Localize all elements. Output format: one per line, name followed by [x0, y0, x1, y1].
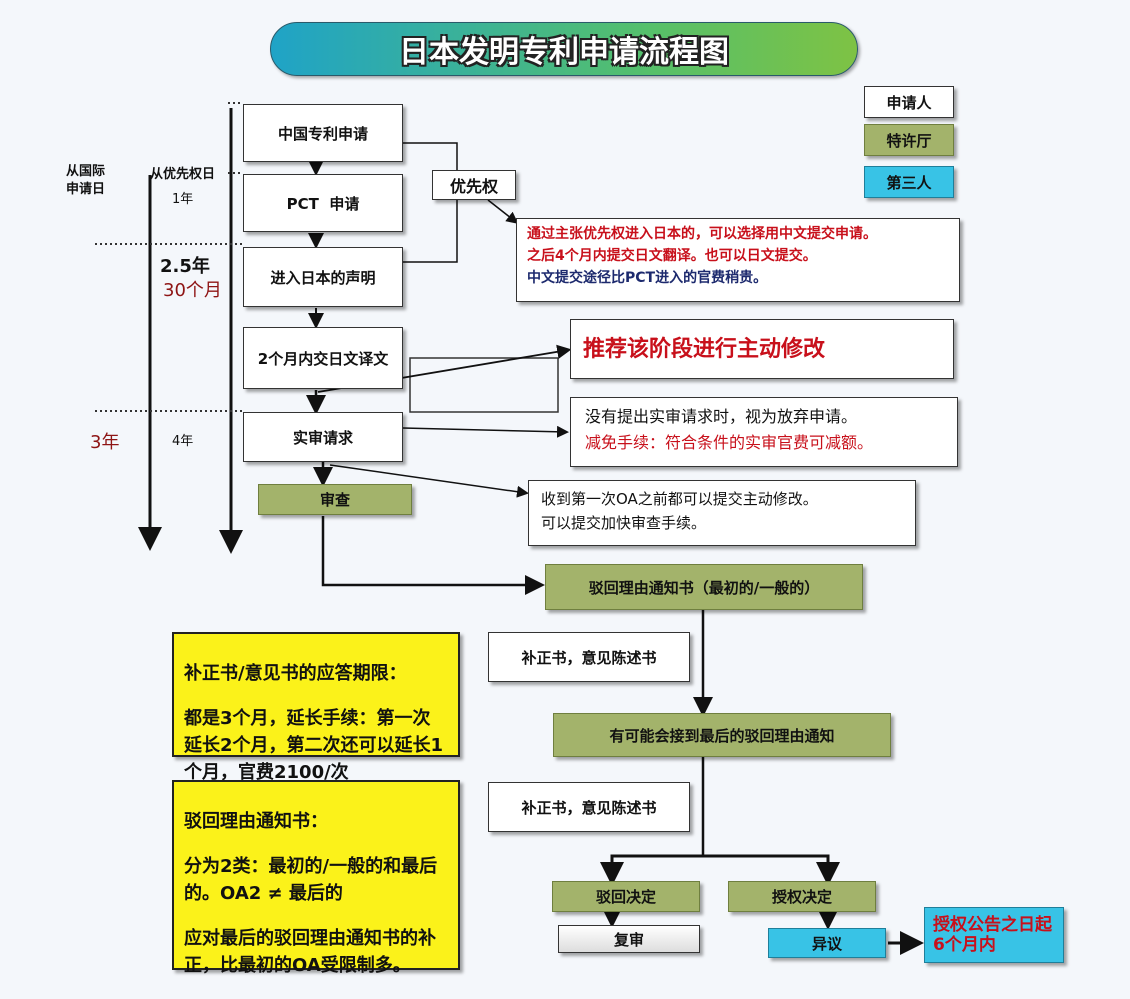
exam-note-line2: 减免手续：符合条件的实审官费可减额。 — [585, 433, 874, 452]
legend-applicant-label: 申请人 — [886, 93, 932, 112]
response-deadline-body: 都是3个月，延长手续：第一次延长2个月，第二次还可以延长1个月，官费2100/次 — [184, 708, 444, 783]
translation-box: 2个月内交日文译文 — [243, 327, 403, 389]
oa-types-info: 驳回理由通知书： 分为2类：最初的/一般的和最后的。OA2 ≠ 最后的 应对最后… — [172, 780, 460, 976]
timeline-four-years: 4年 — [172, 434, 194, 449]
opposition-period-line1: 授权公告之日起 — [933, 915, 1052, 935]
page-title-text: 日本发明专利申请流程图 — [399, 35, 729, 70]
priority-note: 通过主张优先权进入日本的，可以选择用中文提交申请。 之后4个月内提交日文翻译。也… — [516, 218, 960, 302]
pct-application-box: PCT 申请 — [243, 174, 403, 232]
priority-note-line1: 通过主张优先权进入日本的，可以选择用中文提交申请。 — [527, 226, 877, 242]
page-title: 日本发明专利申请流程图 — [270, 22, 858, 76]
legend-third-party: 第三人 — [864, 166, 954, 198]
rejection-decision-label: 驳回决定 — [595, 888, 656, 906]
amend-note: 推荐该阶段进行主动修改 — [570, 319, 954, 379]
final-oa-label: 有可能会接到最后的驳回理由通知 — [609, 726, 835, 745]
exam-request-box: 实审请求 — [243, 412, 403, 462]
response-deadline-info: 补正书/意见书的应答期限： 都是3个月，延长手续：第一次延长2个月，第二次还可以… — [172, 632, 460, 783]
response-deadline-heading: 补正书/意见书的应答期限： — [184, 663, 407, 684]
appeal-label: 复审 — [613, 930, 644, 949]
exam-note-line1: 没有提出实审请求时，视为放弃申请。 — [585, 407, 858, 426]
oa-types-body1: 分为2类：最初的/一般的和最后的。OA2 ≠ 最后的 — [184, 856, 438, 904]
translation-label: 2个月内交日文译文 — [257, 349, 389, 368]
review-note-line2: 可以提交加快审查手续。 — [541, 514, 707, 532]
grant-decision-box: 授权决定 — [728, 881, 876, 912]
timeline-thirty-months: 30个月 — [163, 280, 222, 301]
review-note-line1: 收到第一次OA之前都可以提交主动修改。 — [541, 490, 818, 508]
exam-note: 没有提出实审请求时，视为放弃申请。 减免手续：符合条件的实审官费可减额。 — [570, 397, 958, 467]
enter-japan-box: 进入日本的声明 — [243, 247, 403, 307]
cn-application-label: 中国专利申请 — [277, 124, 368, 143]
first-oa-box: 驳回理由通知书（最初的/一般的） — [545, 564, 863, 610]
opposition-period-box: 授权公告之日起 6个月内 — [924, 907, 1064, 963]
cn-application-box: 中国专利申请 — [243, 104, 403, 162]
final-oa-box: 有可能会接到最后的驳回理由通知 — [553, 713, 891, 757]
priority-note-line3: 中文提交途径比PCT进入的官费稍贵。 — [527, 270, 768, 286]
amend-note-text: 推荐该阶段进行主动修改 — [583, 336, 826, 362]
timeline-two-half-years: 2.5年 — [160, 256, 210, 277]
timeline-three-years: 3年 — [90, 432, 120, 453]
oa-types-body2: 应对最后的驳回理由通知书的补正，比最初的OA受限制多。 — [184, 928, 436, 976]
legend-third-party-label: 第三人 — [886, 173, 932, 192]
response2-box: 补正书，意见陈述书 — [488, 782, 690, 832]
rejection-decision-box: 驳回决定 — [552, 881, 700, 912]
pct-application-label: PCT 申请 — [286, 194, 360, 213]
examination-label: 审查 — [319, 491, 350, 509]
legend-applicant: 申请人 — [864, 86, 954, 118]
opposition-box: 异议 — [768, 928, 886, 958]
grant-decision-label: 授权决定 — [771, 888, 832, 906]
legend-jpo-label: 特许厅 — [886, 131, 932, 150]
opposition-label: 异议 — [811, 934, 842, 953]
timeline-from-intl-line1: 从国际 — [66, 164, 106, 179]
legend-jpo: 特许厅 — [864, 124, 954, 156]
timeline-one-year: 1年 — [172, 192, 194, 207]
oa-types-heading: 驳回理由通知书： — [184, 811, 328, 832]
timeline-from-priority-date: 从优先权日 — [150, 167, 216, 182]
opposition-period-line2: 6个月内 — [933, 935, 996, 955]
review-note: 收到第一次OA之前都可以提交主动修改。 可以提交加快审查手续。 — [528, 480, 916, 546]
response1-label: 补正书，意见陈述书 — [521, 648, 657, 667]
appeal-box: 复审 — [558, 925, 700, 953]
timeline-from-intl-date: 从国际 申请日 — [66, 163, 105, 199]
priority-note-line2: 之后4个月内提交日文翻译。也可以日文提交。 — [527, 248, 817, 264]
first-oa-label: 驳回理由通知书（最初的/一般的） — [588, 578, 820, 597]
enter-japan-label: 进入日本的声明 — [270, 268, 376, 287]
examination-box: 审查 — [258, 484, 412, 515]
response1-box: 补正书，意见陈述书 — [488, 632, 690, 682]
priority-box: 优先权 — [432, 170, 516, 200]
timeline-from-intl-line2: 申请日 — [66, 182, 106, 197]
priority-label: 优先权 — [449, 177, 498, 196]
exam-request-label: 实审请求 — [292, 428, 353, 447]
response2-label: 补正书，意见陈述书 — [521, 798, 657, 817]
